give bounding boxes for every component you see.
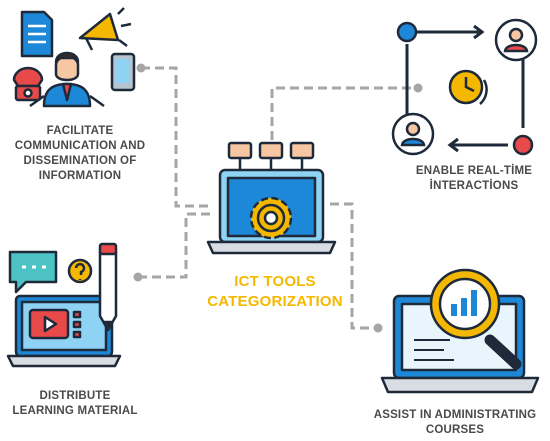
- label-line: COURSES: [425, 424, 485, 436]
- connector-dot: [413, 83, 423, 93]
- megaphone-icon: [78, 7, 132, 51]
- label-line: COMMUNICATION AND: [14, 140, 146, 152]
- laptop-icon: [206, 168, 337, 255]
- node-dot: [512, 134, 534, 156]
- arrow-icon: [447, 137, 508, 153]
- assist-illustration: [380, 268, 540, 394]
- connector-dots: [133, 63, 423, 333]
- video-play-icon: [28, 308, 70, 340]
- distribute-illustration: [6, 242, 122, 368]
- label-enable-real-time: ENABLE REAL-TİME İNTERACTİONS: [398, 164, 550, 194]
- presenter-icon: [29, 51, 105, 108]
- label-line: INFORMATION: [38, 170, 122, 182]
- label-line: DISTRIBUTE: [39, 390, 111, 402]
- chat-bubble-icon: [8, 250, 58, 294]
- connector-dot: [133, 272, 143, 282]
- bar-chart-icon: [451, 290, 477, 316]
- arrow-icon: [413, 24, 485, 40]
- realtime-illustration: [391, 18, 538, 156]
- list-lines: [72, 310, 82, 339]
- center-illustration: [206, 141, 337, 255]
- connector-comm: [141, 66, 212, 208]
- question-icon: [67, 258, 93, 284]
- label-line: ENABLE REAL-TİME: [415, 165, 533, 177]
- label-line: İNTERACTİONS: [429, 180, 519, 192]
- smartphone-icon: [110, 52, 136, 92]
- center-title-line: CATEGORIZATION: [207, 293, 343, 310]
- label-line: ASSIST IN ADMINISTRATING: [373, 409, 537, 421]
- telephone-icon: [12, 66, 44, 102]
- connector-assist: [330, 202, 378, 330]
- node-dot: [396, 21, 418, 43]
- label-facilitate-communication: FACILITATE COMMUNICATION AND DISSEMINATI…: [0, 124, 160, 184]
- label-line: FACILITATE: [46, 125, 114, 137]
- gear-icon: [249, 196, 293, 240]
- connectors: [138, 66, 418, 330]
- label-line: DISSEMINATION OF: [23, 155, 137, 167]
- label-assist-administrating: ASSIST IN ADMINISTRATING COURSES: [360, 408, 550, 438]
- connector-distribute: [138, 212, 212, 279]
- connector-realtime: [270, 86, 418, 140]
- clock-icon: [448, 69, 488, 105]
- person-icon: [494, 18, 538, 62]
- document-icon: [20, 10, 54, 58]
- label-line: LEARNING MATERIAL: [12, 405, 138, 417]
- pencil-icon: [98, 242, 118, 332]
- center-title: ICT TOOLS CATEGORIZATION: [190, 272, 360, 312]
- label-distribute-learning: DISTRIBUTE LEARNING MATERIAL: [0, 389, 150, 419]
- comm-illustration: [12, 7, 136, 108]
- center-title-line: ICT TOOLS: [234, 273, 316, 290]
- connector-dot: [373, 323, 383, 333]
- connector-dot: [136, 63, 146, 73]
- person-icon: [391, 112, 435, 156]
